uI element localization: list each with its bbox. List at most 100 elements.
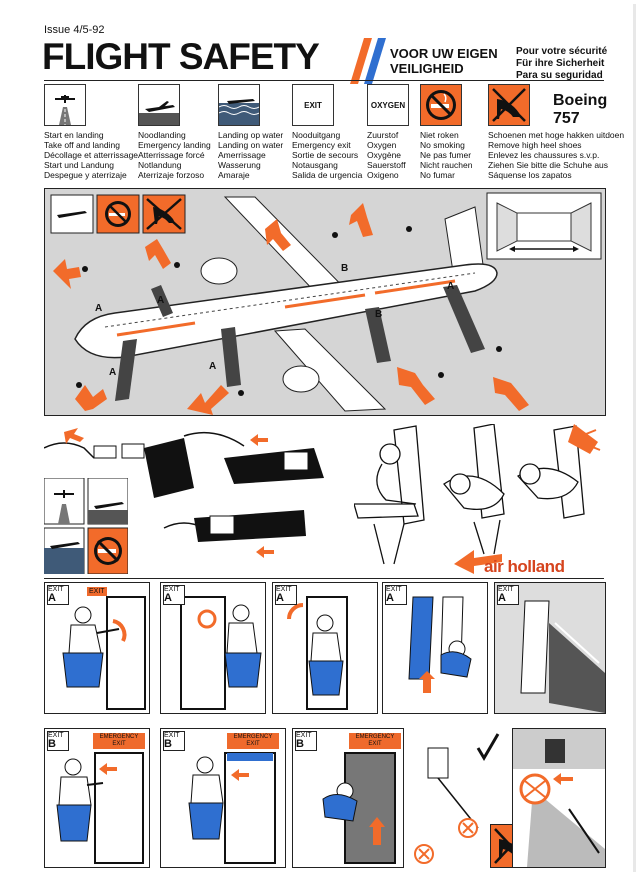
exit-letter: A [386, 592, 394, 604]
caption-line: Oxygen [367, 140, 397, 150]
caption-line: Ziehen Sie bitte die Schuhe aus [488, 160, 609, 170]
exit-letter-a: A [447, 281, 455, 292]
emergency-exit-sign: EMERGENCY EXIT [93, 733, 145, 749]
caption-line: Wasserung [218, 160, 261, 170]
caption-line: Enlevez les chaussures s.v.p. [488, 150, 600, 160]
exit-word: EXIT [296, 732, 312, 739]
emergency-exit-sign: EMERGENCY EXIT [227, 733, 279, 749]
aircraft-type: Boeing 757 [553, 92, 607, 128]
caption-line: No smoking [420, 140, 465, 150]
exit-letter: A [164, 592, 172, 604]
emergency-exit-sign: EMERGENCY EXIT [349, 733, 401, 749]
caption-high-heels: Schoenen met hoge hakken uitdoen Remove … [488, 130, 624, 180]
spanish-title: Para su seguridad [516, 70, 603, 81]
exit-word: EXIT [276, 586, 292, 593]
caption-emergency-exit: Nooduitgang Emergency exit Sortie de sec… [292, 130, 362, 180]
airline-logo: air holland [484, 557, 565, 576]
exit-word: EXIT [386, 586, 402, 593]
exit-letter: B [164, 738, 172, 750]
exit-letter: A [48, 592, 56, 604]
exit-word: EXIT [164, 732, 180, 739]
dutch-title-line1: VOOR UW EIGEN [390, 46, 498, 61]
caption-line: Despegue y aterrizaje [44, 170, 127, 180]
caption-line: Start en landing [44, 130, 104, 140]
oxygen-sign-icon: OXYGEN [367, 84, 409, 126]
caption-line: No fumar [420, 170, 455, 180]
exit-word: EXIT [164, 586, 180, 593]
caption-line: Oxygène [367, 150, 402, 160]
brace-position-illustration [353, 423, 604, 574]
safety-card: Issue 4/5-92 FLIGHT SAFETY VOOR UW EIGEN… [4, 4, 636, 872]
exit-word: EXIT [48, 586, 64, 593]
header-divider [44, 80, 604, 81]
caption-emergency-landing: Noodlanding Emergency landing Atterrissa… [138, 130, 211, 180]
exit-letter: A [276, 592, 284, 604]
caption-oxygen: Zuurstof Oxygen Oxygène Sauerstoff Oxige… [367, 130, 406, 180]
caption-line: Salida de urgencia [292, 170, 363, 180]
exit-sign-label: EXIT [304, 100, 322, 110]
brand-stripes-icon [350, 38, 386, 84]
caption-line: Emergency exit [292, 140, 351, 150]
caption-line: Notlandung [138, 160, 182, 170]
water-landing-icon [218, 84, 260, 126]
oxygen-sign-label: OXYGEN [370, 100, 406, 110]
aircraft-model: 757 [553, 110, 580, 127]
caption-water-landing: Landing op water Landing on water Amerri… [218, 130, 283, 180]
exit-word: EXIT [498, 586, 514, 593]
caption-line: Sauerstoff [367, 160, 406, 170]
caption-line: Aterrizaje forzoso [138, 170, 205, 180]
evacuation-diagram: A A A A B B A [44, 188, 606, 416]
french-title: Pour votre sécurité [516, 46, 608, 57]
issue-number: Issue 4/5-92 [44, 24, 105, 36]
caption-line: Start und Landung [44, 160, 114, 170]
exit-letter-a: A [209, 361, 217, 372]
slide-evacuation-panel [512, 728, 606, 868]
aircraft-evacuation-illustration [50, 192, 602, 415]
caption-line: Amaraje [218, 170, 250, 180]
german-title: Für ihre Sicherheit [516, 58, 605, 69]
exit-letter-a: A [157, 295, 165, 306]
aircraft-maker: Boeing [553, 92, 608, 109]
caption-line: Oxigeno [367, 170, 399, 180]
takeoff-landing-icon [44, 84, 86, 126]
section-divider [44, 578, 604, 579]
caption-line: Emergency landing [138, 140, 211, 150]
caption-line: Notausgang [292, 160, 338, 170]
caption-line: Schoenen met hoge hakken uitdoen [488, 130, 625, 140]
caption-line: Landing op water [218, 130, 284, 140]
caption-line: Ne pas fumer [420, 150, 472, 160]
evacuation-do-dont [408, 728, 504, 866]
no-smoking-icon [420, 84, 462, 126]
brace-situation-icons [43, 477, 129, 575]
other-languages-title: Pour votre sécurité Für ihre Sicherheit … [516, 46, 607, 82]
caption-line: Décollage et atterrissage [44, 150, 139, 160]
exit-letter-a: A [95, 303, 103, 314]
seatbelt-illustration [43, 418, 344, 578]
caption-line: Remove high heel shoes [488, 140, 582, 150]
caption-line: Atterrissage forcé [138, 150, 205, 160]
page-title: FLIGHT SAFETY [42, 36, 320, 77]
caption-no-smoking: Niet roken No smoking Ne pas fumer Nicht… [420, 130, 472, 180]
dutch-title: VOOR UW EIGEN VEILIGHEID [390, 46, 498, 76]
exit-sign-icon: EXIT [292, 84, 334, 126]
caption-line: Nooduitgang [292, 130, 341, 140]
caption-line: Sáquense los zapatos [488, 170, 572, 180]
exit-sign-label: EXIT [87, 587, 107, 596]
caption-line: Zuurstof [367, 130, 399, 140]
no-high-heels-icon [488, 84, 530, 126]
